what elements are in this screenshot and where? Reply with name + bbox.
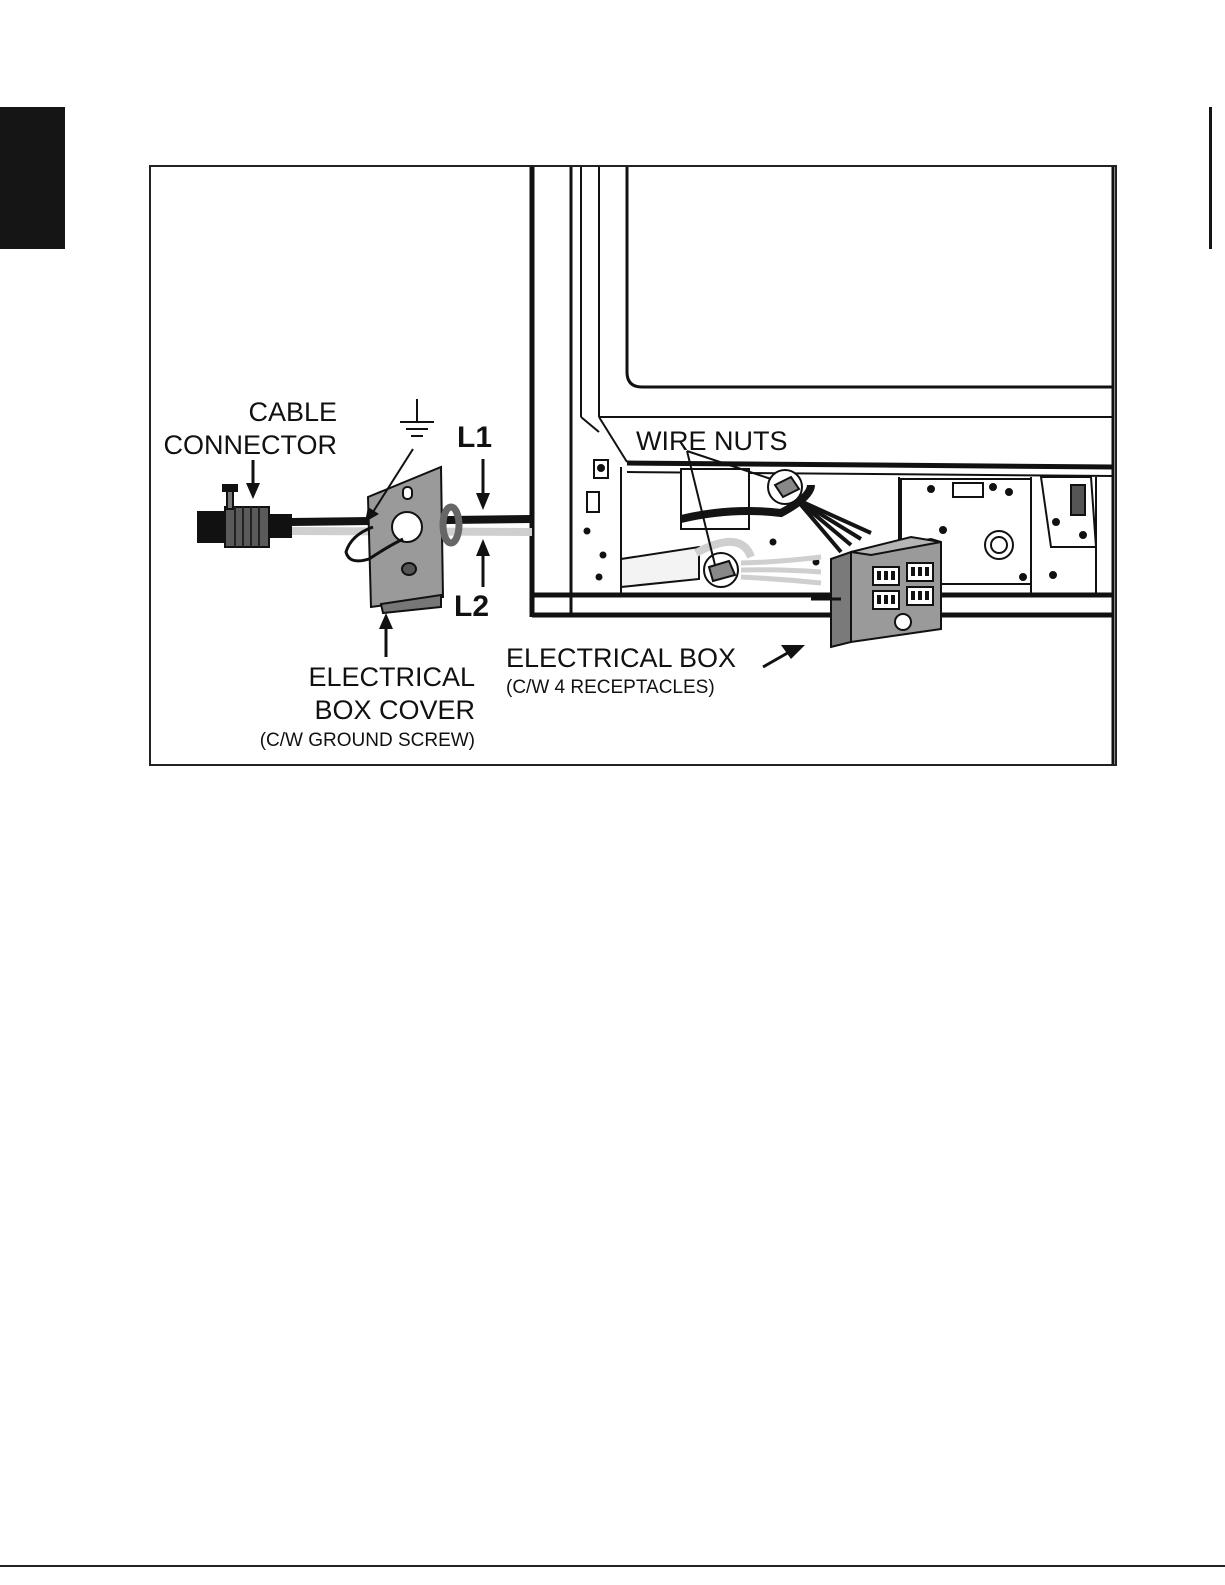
- l2-label: L2: [454, 592, 489, 622]
- electrical-box-cover-label-line2: BOX COVER: [251, 697, 475, 724]
- electrical-box-note: (C/W 4 RECEPTACLES): [506, 678, 715, 697]
- electrical-box-label: ELECTRICAL BOX: [506, 645, 736, 672]
- cable-connector-label-line1: CABLE: [231, 399, 337, 426]
- wire-nuts-label: WIRE NUTS: [636, 428, 788, 455]
- cable-connector-part: [198, 485, 291, 547]
- l1-label: L1: [457, 423, 492, 453]
- electrical-box-cover-note: (C/W GROUND SCREW): [181, 731, 475, 750]
- cable-connector-label-line2: CONNECTOR: [151, 432, 337, 459]
- right-edge-marker: [1209, 107, 1212, 249]
- wiring-diagram-figure: CABLE CONNECTOR L1 L2 WIRE NUTS ELECTRIC…: [149, 165, 1117, 766]
- electrical-box-cover-plate: [346, 467, 443, 613]
- page-bottom-rule: [0, 1565, 1225, 1567]
- side-tab-marker: [0, 107, 65, 249]
- electrical-box-cover-label-line1: ELECTRICAL: [251, 664, 475, 691]
- ground-symbol-icon: [400, 399, 434, 436]
- electrical-box-part: [811, 537, 941, 647]
- cable-bushing: [443, 507, 459, 543]
